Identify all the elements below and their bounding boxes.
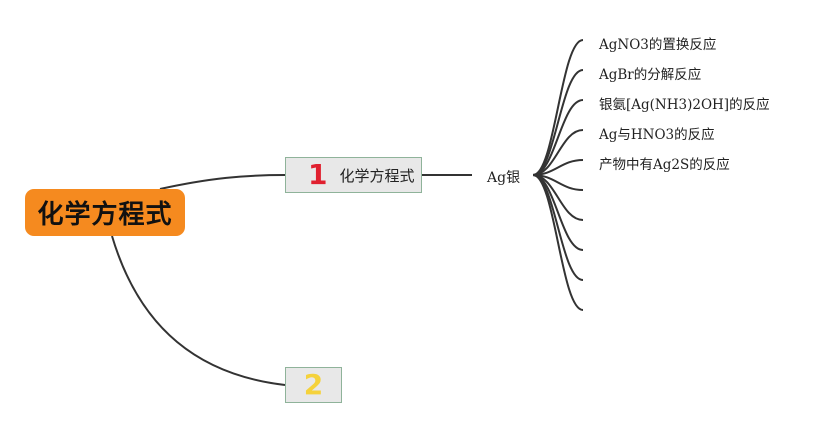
branch-1-number: 1 xyxy=(308,158,328,191)
branch-2-number: 2 xyxy=(303,368,324,401)
leaf-4[interactable]: Ag与HNO3的反应 xyxy=(599,127,715,143)
leaf-connector xyxy=(532,69,584,176)
branch-1[interactable]: 1 化学方程式 xyxy=(285,157,422,193)
leaf-5[interactable]: 产物中有Ag2S的反应 xyxy=(599,157,730,173)
leaf-3[interactable]: 银氨[Ag(NH3)2OH]的反应 xyxy=(599,97,770,113)
branch-2[interactable]: 2 xyxy=(285,367,342,403)
leaf-connector xyxy=(532,99,584,176)
root-topic[interactable]: 化学方程式 xyxy=(25,189,185,236)
leaf-connectors xyxy=(532,39,584,311)
leaf-connector xyxy=(532,39,584,176)
leaf-2[interactable]: AgBr的分解反应 xyxy=(599,67,702,83)
connector-root-branch1 xyxy=(159,174,286,190)
leaf-connector xyxy=(532,174,584,311)
leaf-1[interactable]: AgNO3的置换反应 xyxy=(599,37,717,53)
connector-root-branch2 xyxy=(111,235,286,386)
branch-1-label: 化学方程式 xyxy=(339,166,415,185)
subtopic-ag[interactable]: Ag银 xyxy=(487,170,521,186)
leaf-connector xyxy=(532,174,584,281)
root-topic-label: 化学方程式 xyxy=(37,200,173,230)
